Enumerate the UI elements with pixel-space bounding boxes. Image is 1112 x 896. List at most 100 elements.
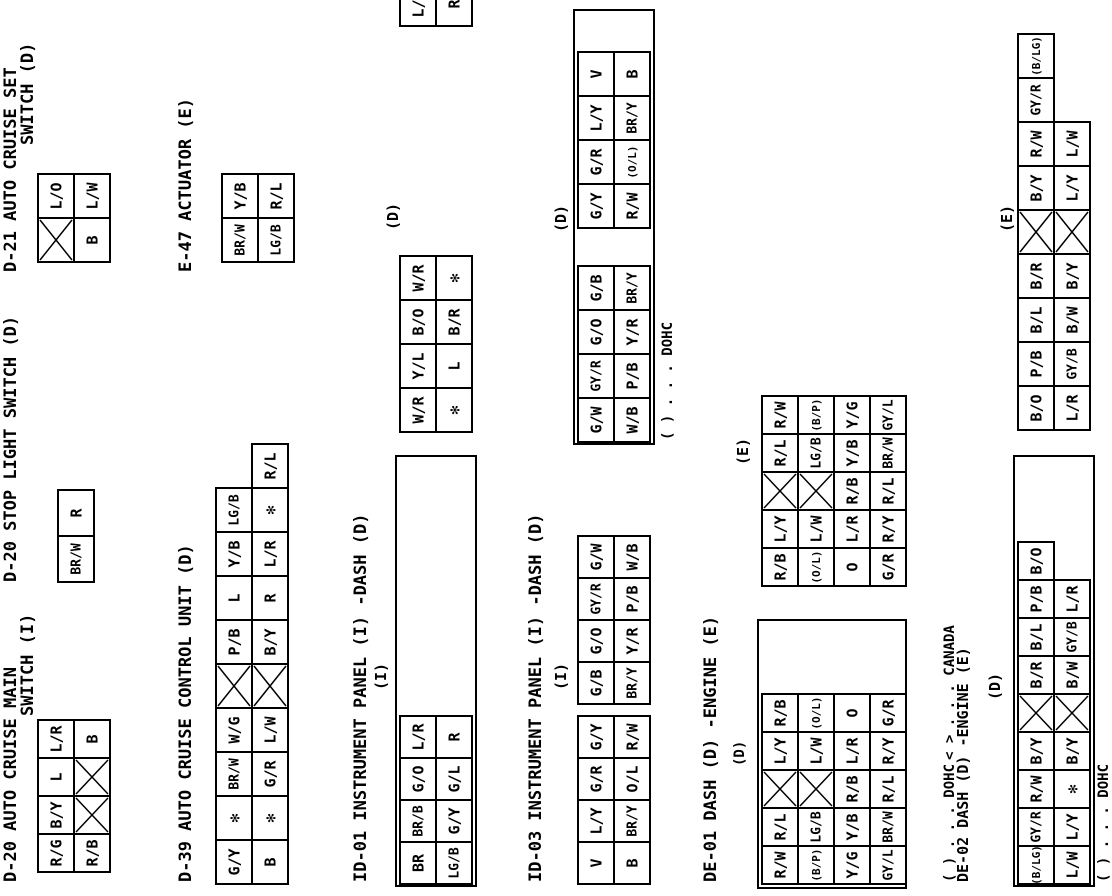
pin-cell <box>435 343 473 389</box>
connector-id03_top2: G/YG/RL/YVR/W(O/L)BR/YB <box>577 51 651 229</box>
pin-cell <box>797 693 835 733</box>
connector-d21: L/OBL/W <box>37 173 111 263</box>
pin-label: P/B <box>623 585 641 612</box>
pin-label: P/B <box>225 628 243 655</box>
pin-cell <box>221 173 259 219</box>
pin-label: B/R <box>1027 660 1045 688</box>
pin-label: B/Y <box>261 628 279 655</box>
title-id01: ID-01 INSTRUMENT PANEL (I) -DASH (D) <box>351 514 371 882</box>
connector-id03_d: G/BG/OGY/RG/WBR/YY/RP/BW/B <box>577 535 651 705</box>
pin-cell <box>613 95 651 141</box>
blank-cross <box>1055 695 1089 731</box>
pin-label: G/W <box>587 405 605 433</box>
pin-cell <box>57 535 95 583</box>
pin-label: L/O <box>47 182 65 209</box>
pin-label: Y/B <box>843 439 861 466</box>
pin-label: BR/W <box>228 758 243 789</box>
pin-label: B/Y <box>1027 174 1045 201</box>
pin-label: G/Y <box>587 192 605 219</box>
label-e-de02: (E) <box>998 205 1016 232</box>
pin-label: ✻ <box>225 813 243 822</box>
pin-label: R/W <box>623 191 641 219</box>
pin-cell <box>37 173 75 219</box>
pin-cell <box>869 547 907 587</box>
pin-cell <box>57 489 95 537</box>
pin-label: W/B <box>623 543 641 570</box>
blank-cross <box>763 771 797 807</box>
pin-label: W/R <box>409 395 427 423</box>
pin-label: Y/L <box>409 352 427 379</box>
label-i-id01: (I) <box>372 663 390 690</box>
pin-label: (O/L) <box>626 145 639 178</box>
pin-cell <box>613 353 651 399</box>
pin-label: L/W <box>83 181 101 209</box>
pin-label: L/W <box>261 715 279 743</box>
pin-label: GY/L <box>882 849 897 880</box>
pin-cell <box>869 509 907 549</box>
connector-de02_d: (B/LG)GY/RR/WB/YB/RB/LP/BB/OL/WL/Y✻B/YB/… <box>1013 455 1095 887</box>
pin-label: L <box>445 361 463 370</box>
pin-label: LG/B <box>270 224 285 255</box>
label-d-de01: (D) <box>732 741 748 766</box>
pin-cell <box>869 395 907 435</box>
pin-cell <box>435 841 473 885</box>
blank-cross <box>217 665 251 707</box>
connector-de01_d: R/WR/LL/YR/B(B/P)LG/BL/W(O/L)Y/GY/BR/BL/… <box>757 619 907 889</box>
connector-d20_stop: BR/WR <box>57 489 95 583</box>
blank-cross <box>1019 695 1053 731</box>
pin-cell <box>215 795 253 841</box>
pin-label: B/Y <box>47 801 65 828</box>
connector-de02_e: B/OP/BB/LB/RB/YR/WGY/R(B/LG)L/RGY/BB/WB/… <box>1017 33 1091 431</box>
pin-label: O <box>843 708 861 717</box>
pin-cell <box>399 0 437 27</box>
pin-cell <box>869 845 907 885</box>
pin-cell <box>577 715 615 759</box>
pin-label: B/O <box>1027 394 1045 421</box>
pin-label: LG/B <box>810 437 825 468</box>
label-dohc-id03: ( ) . . . DOHC <box>660 322 676 440</box>
pin-cell <box>1053 253 1091 299</box>
pin-label: BR/Y <box>626 667 641 698</box>
connector-e47: BR/WY/BLG/BR/L <box>221 173 295 263</box>
pin-label: GY/L <box>882 399 897 430</box>
pin-cell <box>435 799 473 843</box>
blank-cross <box>763 473 797 509</box>
pin-cell <box>399 343 437 389</box>
pin-cell <box>761 807 799 847</box>
pin-label: G/R <box>587 764 605 792</box>
pin-cell <box>251 575 289 621</box>
pin-label: G/L <box>445 765 463 792</box>
pin-cell <box>73 173 111 219</box>
pin-label: L/W <box>1063 129 1081 157</box>
pin-label: L/R <box>47 724 65 752</box>
pin-cell <box>215 619 253 665</box>
title-e47: E-47 ACTUATOR (E) <box>176 98 196 272</box>
pin-label: R <box>445 732 463 742</box>
pin-label: BR/W <box>882 437 897 468</box>
pin-cell <box>1053 297 1091 343</box>
pin-label: G/B <box>587 274 605 301</box>
pin-cell <box>251 707 289 753</box>
pin-label: V <box>587 858 605 867</box>
pin-label: B <box>623 69 641 78</box>
connector-id01_top: L/RG/OBR/BBRRG/LG/YLG/B <box>399 0 473 27</box>
label-d-id01: (D) <box>384 203 402 230</box>
pin-label: L/Y <box>771 515 789 542</box>
pin-cell <box>613 757 651 801</box>
pin-label: R/B <box>771 553 789 580</box>
pin-cell <box>613 51 651 97</box>
pin-label: B <box>83 734 101 743</box>
pin-cell <box>833 693 871 733</box>
pin-label: GY/R <box>1030 811 1045 842</box>
pin-label: R/G <box>47 839 65 866</box>
pin-cell <box>833 769 871 809</box>
pin-label: R/L <box>879 477 897 504</box>
pin-label: G/O <box>587 627 605 654</box>
pin-label: P/B <box>1027 585 1045 612</box>
title-d20-stop: D-20 STOP LIGHT SWITCH (D) <box>1 316 21 582</box>
pin-label: G/R <box>879 698 897 726</box>
pin-cell <box>435 0 473 27</box>
pin-label: L/Y <box>587 807 605 834</box>
pin-cell <box>435 299 473 345</box>
pin-label: GY/R <box>590 583 605 614</box>
